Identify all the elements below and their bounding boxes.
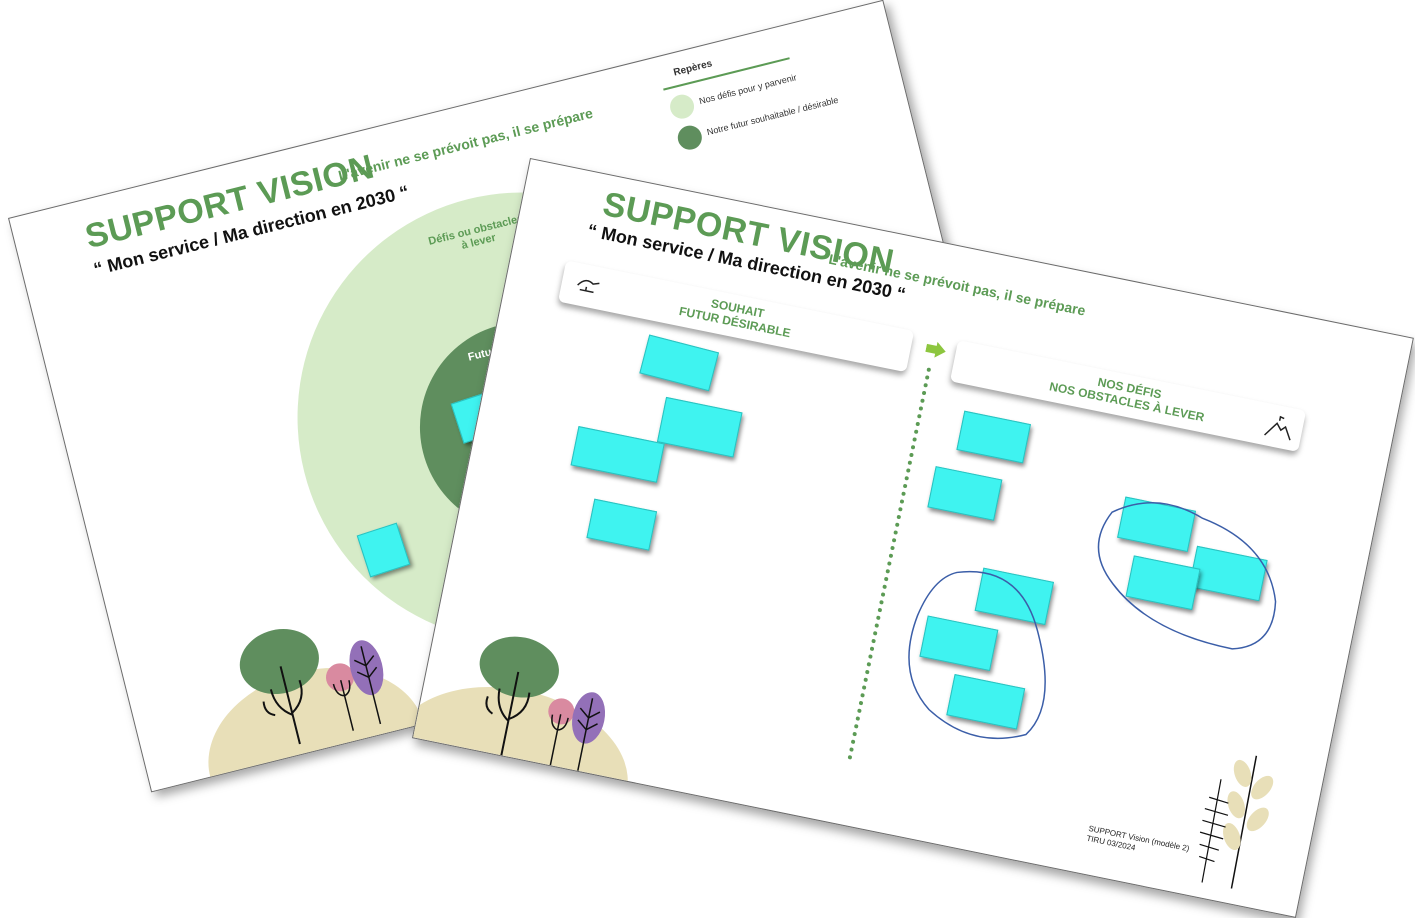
lamp-icon (577, 279, 600, 294)
trees-illustration (411, 636, 628, 786)
trees-illustration (208, 629, 426, 787)
sticky-note[interactable] (586, 498, 658, 551)
legend-swatch-light (667, 92, 697, 122)
mountain-icon (1264, 415, 1291, 441)
grouping-outlines (908, 502, 1277, 740)
legend-item-future: Notre futur souhaitable / désirable (705, 94, 840, 138)
vision-sheet-circles: SUPPORT VISION L'avenir ne se prévoit pa… (8, 0, 1027, 793)
wheat-illustration (1198, 755, 1274, 889)
arrow-right-icon (925, 340, 950, 360)
vision-sheet-columns: SUPPORT VISION L'avenir ne se prévoit pa… (411, 158, 1414, 918)
legend-swatch-dark (675, 123, 705, 153)
sticky-note[interactable] (639, 334, 720, 392)
sticky-note[interactable] (656, 396, 743, 458)
challenges-banner-line1: NOS DÉFIS (1096, 374, 1163, 402)
legend-title: Repères (672, 58, 714, 79)
footer: SUPPORT Vision (modèle 2) TIRU 03/2024 (1085, 824, 1190, 864)
sticky-note[interactable] (570, 426, 665, 483)
